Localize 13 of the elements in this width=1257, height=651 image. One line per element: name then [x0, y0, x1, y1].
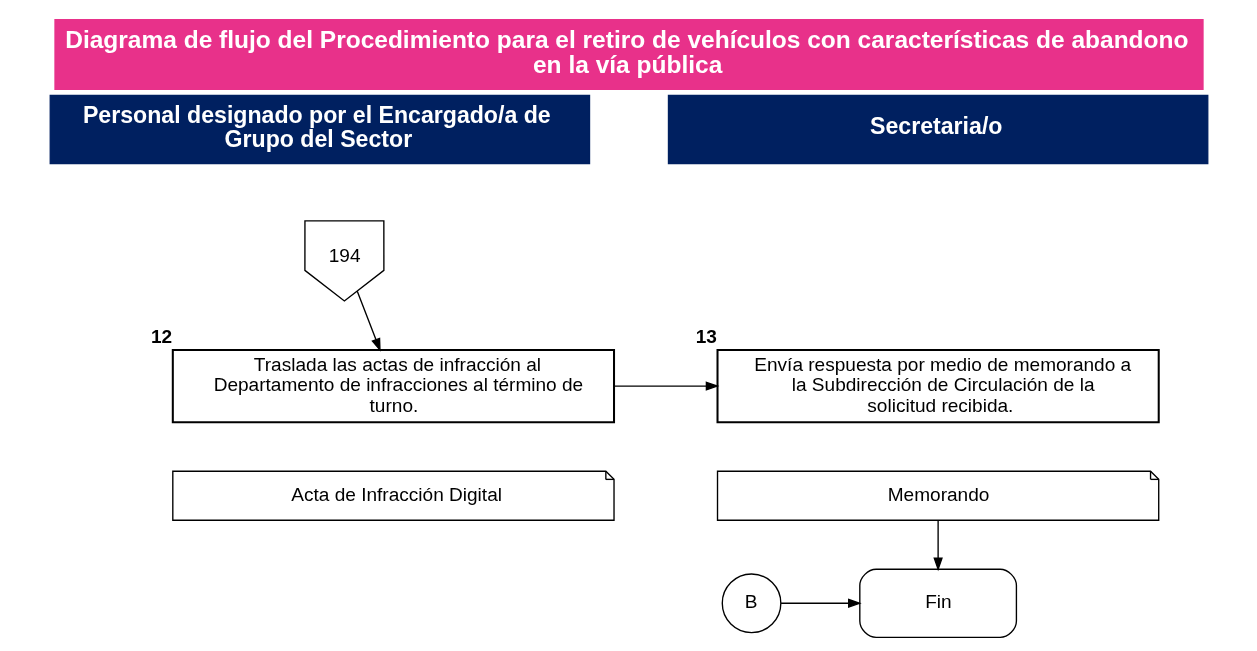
node-box: Envía respuesta por medio de memorando a la Subdirección de Circulación de la solicitud recibida. — [716, 349, 1160, 424]
arrow — [932, 519, 943, 572]
arrow — [356, 290, 381, 352]
arrow — [613, 381, 719, 391]
node-circle: B — [721, 573, 781, 634]
diagram-title: Diagrama de flujo del Procedimiento para el retiro de vehículos con características de abandono en la vía pública — [64, 26, 1188, 78]
node-box: Secretaria/o — [667, 94, 1208, 165]
node-label: 13 — [695, 326, 717, 348]
arrow — [779, 598, 862, 609]
node-box: Fin — [858, 568, 1017, 638]
node-box: Personal designado por el Encargado/a de Grupo del Sector — [49, 94, 590, 165]
node-label: 12 — [150, 326, 172, 348]
node-box: Traslada las actas de infracción al Departamento de infracciones al término de turno. — [171, 349, 615, 424]
